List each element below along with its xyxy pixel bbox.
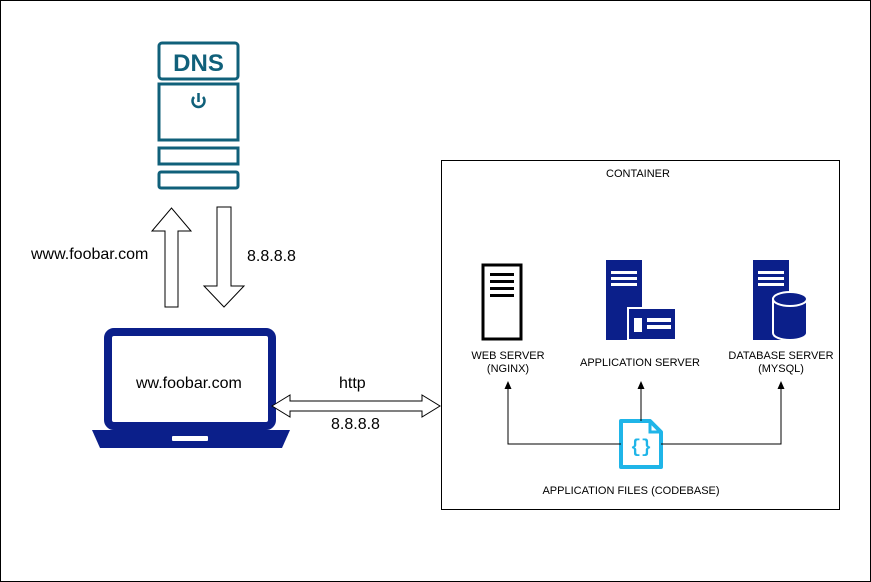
connector-arrowheads <box>504 381 785 389</box>
db-server-stripe-1 <box>758 271 784 274</box>
app-server-stripe-1 <box>611 271 637 274</box>
dns-server-body <box>157 82 240 142</box>
laptop-icon <box>92 328 290 448</box>
app-server-stripe-3 <box>611 283 637 286</box>
dns-server-slot <box>157 146 240 166</box>
database-cylinder-icon <box>772 291 808 341</box>
app-files-label: APPLICATION FILES (CODEBASE) <box>542 485 720 497</box>
http-double-arrow <box>271 394 441 418</box>
db-server-stripe-2 <box>758 277 784 280</box>
dns-response-arrow <box>202 206 246 308</box>
code-braces-icon: {} <box>630 438 652 458</box>
web-server-slot-3 <box>490 287 514 290</box>
file-corner-fold <box>648 421 661 434</box>
web-server-label-line2: (NGINX) <box>486 363 530 375</box>
http-label: http <box>339 375 366 392</box>
dns-response-label: 8.8.8.8 <box>247 248 296 265</box>
dns-query-label: www.foobar.com <box>31 246 149 263</box>
dns-server-top <box>157 41 240 81</box>
db-server-label: DATABASE SERVER (MYSQL) <box>719 350 843 376</box>
laptop-screen-text: ww.foobar.com <box>136 375 242 392</box>
app-server-window-pane <box>634 318 642 332</box>
connector-to-web-server <box>507 387 621 445</box>
web-server-icon <box>481 263 523 341</box>
dns-label: DNS <box>173 50 224 77</box>
dns-server-icon <box>157 41 240 190</box>
codebase-connectors <box>507 387 782 445</box>
laptop-screen <box>104 328 276 430</box>
connector-to-db-server <box>661 387 782 445</box>
web-server-case <box>481 263 523 341</box>
db-server-stripe-3 <box>758 283 784 286</box>
arrowhead-web-server <box>504 381 512 389</box>
http-ip-label: 8.8.8.8 <box>331 416 380 433</box>
laptop-trackpad <box>172 436 208 441</box>
web-server-slot-4 <box>490 294 514 297</box>
container-title: CONTAINER <box>606 168 670 180</box>
dns-query-arrow <box>150 207 193 308</box>
app-server-label: APPLICATION SERVER <box>579 357 701 369</box>
web-server-label: WEB SERVER (NGINX) <box>462 350 554 376</box>
web-server-slot-2 <box>490 280 514 283</box>
web-server-slot-1 <box>490 273 514 276</box>
application-files-icon <box>619 419 663 469</box>
power-icon <box>191 93 206 109</box>
app-server-stripe-2 <box>611 277 637 280</box>
arrowhead-db-server <box>777 381 785 389</box>
container-box <box>441 160 840 510</box>
app-server-window-line-1 <box>647 318 671 322</box>
arrowhead-app-server <box>637 381 645 389</box>
dns-server-base <box>157 170 240 190</box>
db-server-label-line1: DATABASE SERVER <box>728 350 834 362</box>
database-server-icon <box>753 260 808 341</box>
web-server-label-line1: WEB SERVER <box>471 350 545 362</box>
application-server-icon <box>606 260 677 341</box>
db-server-label-line2: (MYSQL) <box>758 363 804 375</box>
app-server-window-line-2 <box>647 325 671 329</box>
